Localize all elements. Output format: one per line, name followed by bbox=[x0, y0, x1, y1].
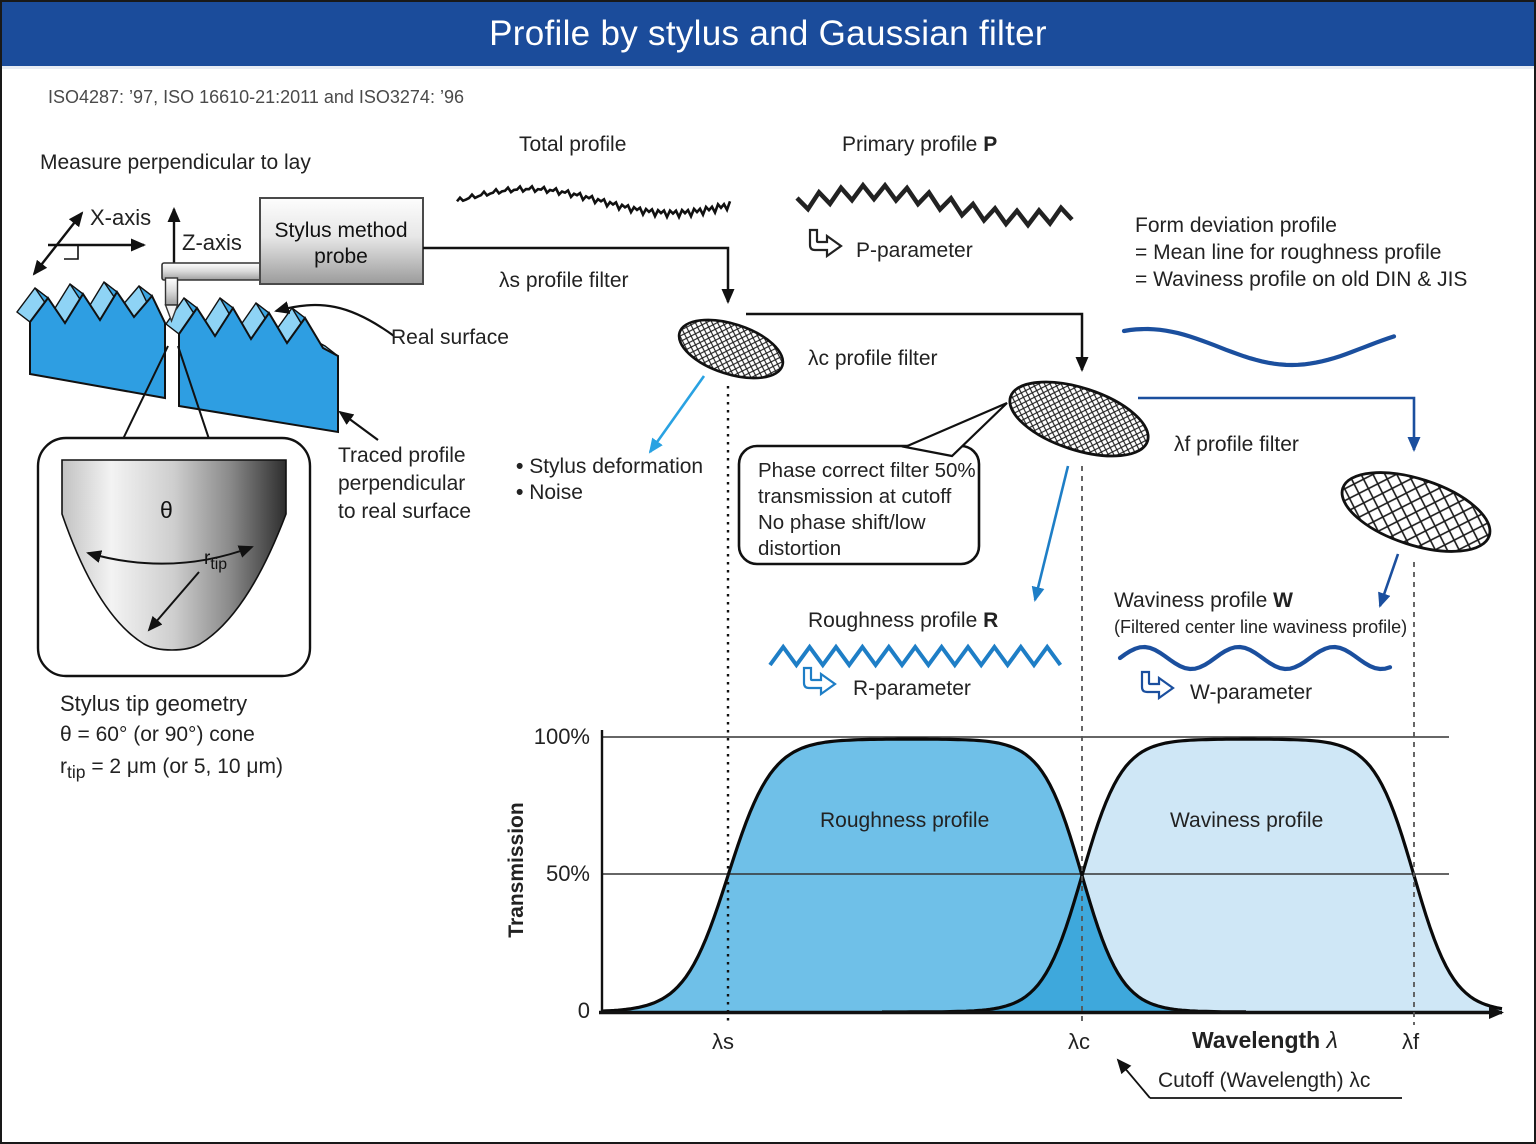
x-axis-label: X-axis bbox=[90, 205, 152, 230]
roughness-transmission-curve bbox=[601, 737, 1246, 1014]
list-item: Stylus deformation bbox=[516, 454, 703, 480]
form-deviation-note: Form deviation profile= Mean line for ro… bbox=[1135, 214, 1468, 291]
y-tick-50: 50% bbox=[545, 861, 590, 886]
stylus-tip bbox=[164, 304, 179, 323]
phase-filter-callout bbox=[737, 401, 1008, 566]
roughness-profile-label: Roughness profile R bbox=[808, 609, 999, 632]
x-axis-title: Wavelength λ bbox=[1192, 1027, 1338, 1053]
band-overlap-fill bbox=[882, 875, 1247, 1012]
z-axis-label: Z-axis bbox=[182, 230, 242, 255]
page-title: Profile by stylus and Gaussian filter bbox=[489, 14, 1047, 53]
probe-box bbox=[259, 197, 424, 285]
roughness-profile-trace bbox=[768, 643, 1063, 669]
y-tick-100: 100% bbox=[533, 724, 590, 749]
right-angle-mark bbox=[64, 245, 79, 260]
lambda-f-output-arrow bbox=[1378, 553, 1400, 608]
filter-artifacts-list: Stylus deformation Noise bbox=[516, 454, 703, 506]
tip-callout bbox=[36, 345, 312, 678]
tip-theta-spec: θ = 60° (or 90°) cone bbox=[60, 723, 255, 746]
iso-note: ISO4287: ’97, ISO 16610-21:2011 and ISO3… bbox=[48, 87, 464, 107]
callout-tail bbox=[901, 401, 1008, 458]
real-surface-right-block bbox=[165, 296, 339, 434]
probe-box-label: Stylus method probe bbox=[274, 218, 408, 268]
lambda-c-to-lambda-f-connector bbox=[1138, 396, 1421, 452]
theta-symbol: θ bbox=[160, 497, 173, 523]
r-parameter-arrow-icon bbox=[802, 666, 837, 697]
stylus-probe-graphic bbox=[161, 197, 424, 323]
p-parameter-arrow-icon bbox=[808, 228, 843, 259]
roughness-region-label: Roughness profile bbox=[820, 809, 990, 832]
w-parameter-arrow-icon bbox=[1140, 670, 1175, 701]
form-deviation-trace bbox=[1121, 326, 1397, 368]
theta-arc-arrow bbox=[86, 545, 254, 565]
lambda-s-to-lambda-c-connector bbox=[746, 312, 1089, 372]
waviness-profile-subtitle: (Filtered center line waviness profile) bbox=[1114, 617, 1408, 637]
tip-geometry-title: Stylus tip geometry bbox=[60, 691, 248, 716]
traced-profile-pointer-arrow bbox=[338, 410, 379, 441]
lambda-c-filter-label: λc profile filter bbox=[808, 347, 938, 370]
x-tick-lambda-f: λf bbox=[1402, 1029, 1420, 1054]
measure-label: Measure perpendicular to lay bbox=[40, 151, 311, 174]
w-parameter-label: W-parameter bbox=[1190, 681, 1313, 704]
phase-filter-note: Phase correct filter 50% transmission at… bbox=[758, 459, 976, 560]
axis-arrows bbox=[32, 207, 181, 276]
lambda-c-output-arrow bbox=[1031, 465, 1070, 602]
r-tip-symbol: rtip bbox=[204, 548, 228, 573]
title-bar: Profile by stylus and Gaussian filter bbox=[2, 2, 1534, 69]
waviness-profile-trace bbox=[1117, 644, 1393, 672]
r-tip-arrow bbox=[147, 571, 200, 632]
list-item: Noise bbox=[516, 480, 703, 506]
lambda-c-filter-ellipse bbox=[1008, 380, 1150, 458]
cutoff-label: Cutoff (Wavelength) λc bbox=[1158, 1069, 1371, 1092]
stylus-shaft bbox=[164, 277, 179, 306]
real-surface-left-block bbox=[16, 280, 166, 400]
lambda-s-filter-label: λs profile filter bbox=[499, 269, 629, 292]
p-parameter-label: P-parameter bbox=[856, 239, 973, 262]
lambda-s-output-arrow bbox=[648, 375, 706, 454]
tip-radius-spec: rtip = 2 μm (or 5, 10 μm) bbox=[60, 755, 283, 783]
probe-to-lambda-s-connector bbox=[423, 246, 735, 304]
waviness-region-label: Waviness profile bbox=[1170, 809, 1324, 832]
waviness-profile-label: Waviness profile W bbox=[1114, 589, 1293, 612]
waviness-band-fill bbox=[882, 739, 1502, 1012]
y-tick-0: 0 bbox=[577, 998, 590, 1023]
transmission-chart bbox=[599, 730, 1504, 1019]
lambda-f-filter-ellipse bbox=[1340, 471, 1492, 553]
r-parameter-label: R-parameter bbox=[853, 677, 971, 700]
x-tick-lambda-c: λc bbox=[1068, 1029, 1090, 1054]
primary-profile-label: Primary profile P bbox=[842, 133, 998, 156]
lambda-f-filter-label: λf profile filter bbox=[1174, 433, 1299, 456]
total-profile-trace bbox=[456, 184, 732, 221]
x-tick-lambda-s: λs bbox=[712, 1029, 734, 1054]
primary-profile-trace bbox=[795, 181, 1074, 229]
real-surface-pointer-arrow bbox=[274, 301, 395, 337]
lambda-s-filter-ellipse bbox=[677, 318, 785, 380]
waviness-transmission-curve bbox=[882, 737, 1503, 1014]
real-surface-label: Real surface bbox=[391, 326, 509, 349]
total-profile-label: Total profile bbox=[519, 133, 627, 156]
diagonal-axis-arrow bbox=[32, 211, 84, 276]
cutoff-annotation bbox=[1116, 1058, 1402, 1099]
